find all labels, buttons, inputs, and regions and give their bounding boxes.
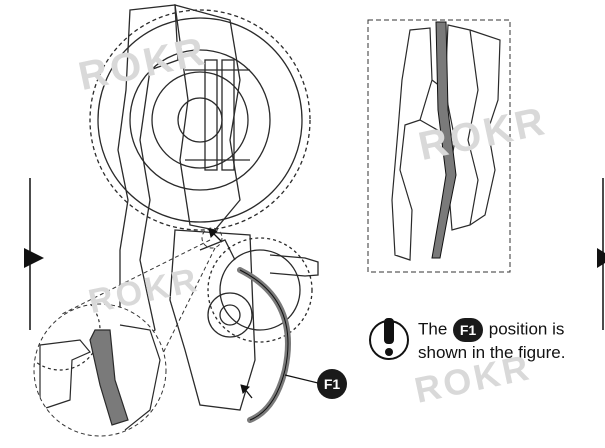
right-step-pointer-icon [597, 178, 605, 330]
exclamation-icon [369, 318, 409, 360]
callout-label: F1 [323, 376, 341, 392]
detail-box [367, 19, 511, 273]
callout-badge [317, 369, 347, 399]
instruction-note: The F1 position is shown in the figure. [418, 318, 603, 364]
note-suffix: position is [488, 319, 565, 339]
note-line2: shown in the figure. [418, 343, 566, 362]
zoom-detail [33, 303, 167, 437]
zoom-leader-lines [59, 227, 223, 421]
left-step-pointer-icon [24, 178, 44, 330]
note-prefix: The [418, 319, 448, 339]
part-badge: F1 [453, 318, 484, 342]
detail-part-f1 [431, 21, 457, 259]
part-f1-highlight [237, 267, 291, 423]
clock-mechanism [89, 4, 319, 411]
pointer-arrows [208, 228, 253, 399]
